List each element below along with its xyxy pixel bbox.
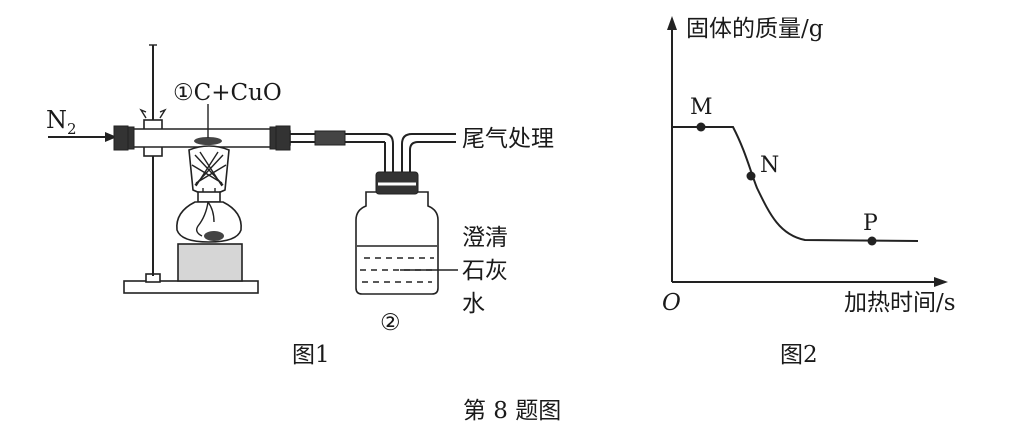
tail-gas-label: 尾气处理 xyxy=(462,126,554,152)
point-p-label: P xyxy=(863,211,878,236)
y-axis-label: 固体的质量/g xyxy=(686,16,824,42)
reaction-tube xyxy=(113,125,291,151)
n2-label: N2 xyxy=(46,106,77,138)
figure-2-caption: 图2 xyxy=(780,342,818,368)
mass-curve xyxy=(672,126,919,242)
bottle-number: ② xyxy=(380,310,401,336)
x-axis-label: 加热时间/s xyxy=(844,290,956,316)
point-n xyxy=(746,171,756,181)
figure-1-caption: 图1 xyxy=(292,342,330,368)
figure-1-apparatus: N2 xyxy=(46,44,554,368)
n2-inlet-arrow xyxy=(48,132,117,142)
point-n-label: N xyxy=(760,153,779,178)
limewater-label-line-2: 石灰 xyxy=(462,258,508,284)
figure-2-graph: 固体的质量/g 加热时间/s O M N P 图2 xyxy=(662,16,956,368)
limewater-label-line-1: 澄清 xyxy=(462,225,508,251)
reactant-label: ①C+CuO xyxy=(173,80,282,106)
point-p xyxy=(867,236,877,246)
limewater-bottle xyxy=(355,171,439,295)
limewater-label-line-3: 水 xyxy=(462,291,485,317)
point-m xyxy=(696,122,706,132)
figure-title: 第 8 题图 xyxy=(463,398,561,424)
connector-tube xyxy=(290,130,456,260)
alcohol-lamp xyxy=(176,145,243,282)
point-m-label: M xyxy=(690,95,713,120)
axes xyxy=(667,16,948,287)
origin-label: O xyxy=(662,290,681,316)
